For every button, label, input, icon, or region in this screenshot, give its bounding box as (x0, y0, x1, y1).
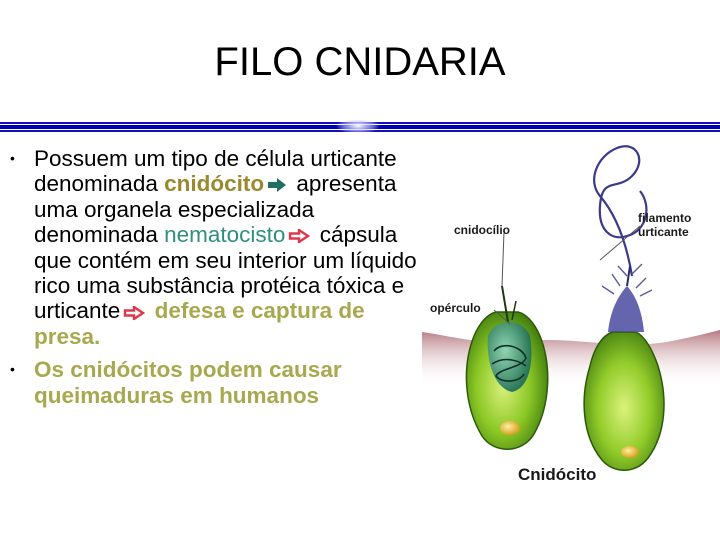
bullet1-part1: Possuem um tipo de célula urticante deno… (34, 146, 397, 197)
bullet-item-1: • Possuem um tipo de célula urticante de… (10, 146, 420, 349)
title-divider (0, 120, 720, 134)
arrow-right-outline-icon (124, 305, 146, 320)
keyword-defesa: defesa e captura de presa. (34, 298, 365, 349)
label-filamento-line1: filamento (638, 211, 691, 225)
bullet-dot: • (10, 361, 15, 378)
cnidocyte-illustration: cnidocílio filamento urticante opérculo … (422, 145, 720, 484)
label-filamento-line2: urticante (638, 225, 689, 239)
bullet-item-2: • Os cnidócitos podem causar queimaduras… (10, 357, 420, 408)
keyword-cnidocito: cnidócito (164, 171, 265, 197)
bullet-dot: • (10, 150, 15, 166)
label-cnidocilio: cnidocílio (454, 223, 510, 237)
arrow-right-icon (268, 178, 287, 193)
keyword-nematocisto: nematocisto (164, 222, 286, 248)
slide-title: FILO CNIDARIA (214, 40, 506, 84)
bullet-text-1: Possuem um tipo de célula urticante deno… (34, 146, 420, 349)
label-operculo: opérculo (430, 301, 481, 315)
bullet-text-2: Os cnidócitos podem causar queimaduras e… (34, 357, 342, 408)
slide-body: • Possuem um tipo de célula urticante de… (10, 146, 420, 408)
arrow-right-outline-icon (289, 229, 311, 244)
filament-coil (593, 145, 648, 277)
figure-caption: Cnidócito (518, 465, 596, 484)
bullet1-part2: apresenta uma organela especializada den… (34, 171, 397, 248)
bullet1-part3: cápsula que contém em seu interior um lí… (34, 222, 417, 324)
